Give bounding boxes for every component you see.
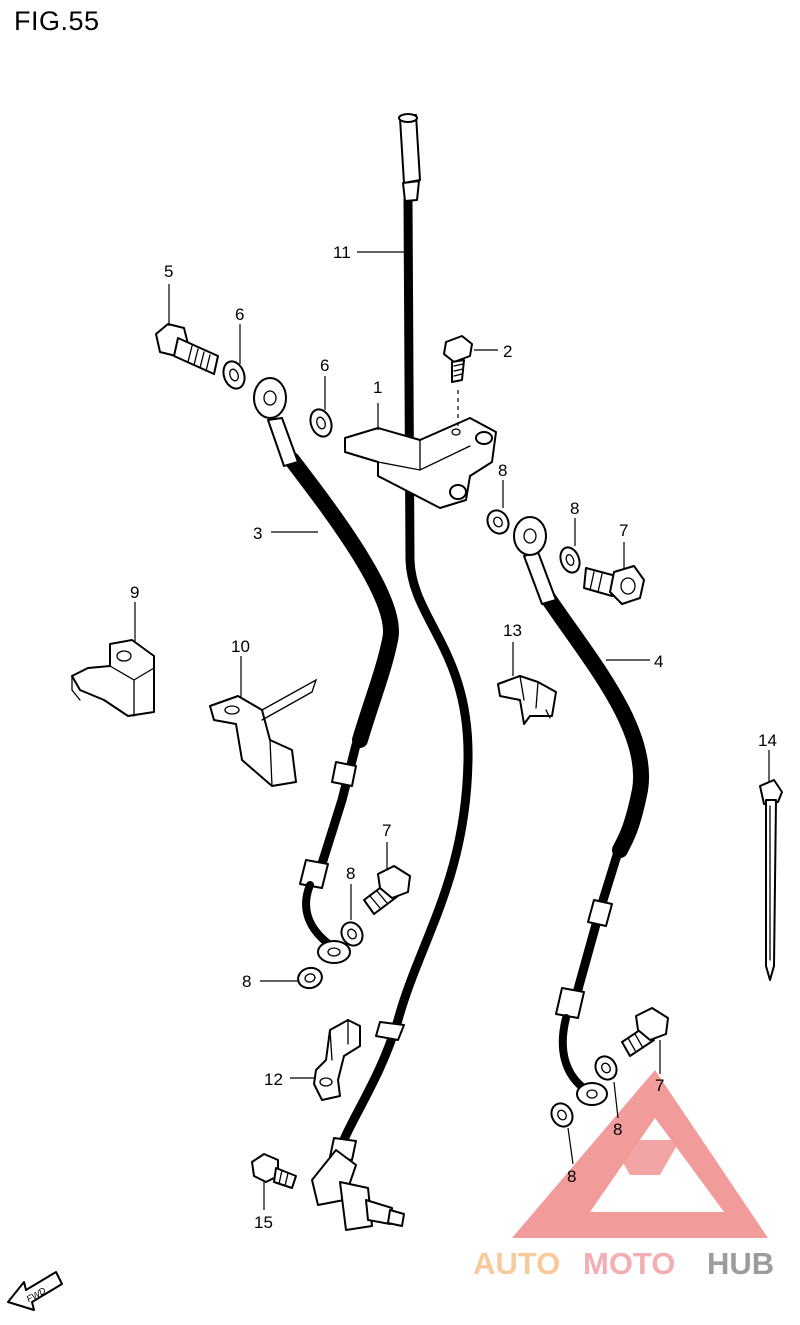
part-10-clamp bbox=[209, 678, 318, 787]
callout-10: 10 bbox=[231, 637, 250, 656]
callout-8-right-b: 8 bbox=[567, 1167, 576, 1186]
watermark-logo: AUTO MOTO HUB bbox=[473, 1070, 774, 1281]
part-6-gasket-lower bbox=[309, 408, 333, 438]
watermark-word-auto: AUTO bbox=[473, 1246, 560, 1281]
callout-3: 3 bbox=[253, 524, 262, 543]
part-6-gasket-upper bbox=[222, 360, 246, 390]
part-8-gasket-right-upper bbox=[559, 546, 581, 574]
watermark-word-moto: MOTO bbox=[583, 1246, 675, 1281]
callout-7-right: 7 bbox=[619, 521, 628, 540]
part-8-gasket-left-lower bbox=[297, 966, 323, 990]
callout-8-right-upper: 8 bbox=[570, 499, 579, 518]
callout-8-joint: 8 bbox=[498, 461, 507, 480]
watermark-triangle bbox=[512, 1070, 768, 1238]
callout-13: 13 bbox=[503, 621, 522, 640]
callout-7-left: 7 bbox=[382, 821, 391, 840]
callout-4: 4 bbox=[654, 652, 663, 671]
callout-8-right-a: 8 bbox=[613, 1120, 622, 1139]
part-7-union-bolt-lower-right bbox=[621, 1007, 669, 1057]
callout-labels: 1 2 3 4 5 6 6 7 7 7 8 8 8 8 8 8 9 10 11 … bbox=[130, 243, 777, 1232]
callout-2: 2 bbox=[503, 342, 512, 361]
part-15-bolt bbox=[251, 1153, 297, 1189]
part-14-cable-tie bbox=[759, 779, 783, 981]
part-4-brake-hose bbox=[513, 516, 650, 1106]
fwd-arrow-icon: FWD bbox=[7, 1271, 63, 1311]
part-1-hose-joint bbox=[344, 417, 497, 509]
callout-14: 14 bbox=[758, 731, 777, 750]
callout-1: 1 bbox=[373, 378, 382, 397]
part-7-union-bolt-left bbox=[363, 865, 411, 915]
callout-9: 9 bbox=[130, 583, 139, 602]
leader-lines bbox=[134, 251, 770, 1210]
part-8-gasket-right-b bbox=[550, 1102, 574, 1128]
part-9-clamp bbox=[71, 639, 155, 717]
figure-title: FIG.55 bbox=[14, 6, 100, 36]
callout-6-lower: 6 bbox=[320, 356, 329, 375]
part-11-speedometer-cable bbox=[311, 113, 473, 1231]
part-13-clamp bbox=[497, 675, 557, 725]
part-8-gasket-left-caliper bbox=[340, 921, 364, 947]
watermark-word-hub: HUB bbox=[707, 1246, 774, 1281]
callout-15: 15 bbox=[254, 1213, 273, 1232]
callout-8-left-lower: 8 bbox=[242, 972, 251, 991]
callout-12: 12 bbox=[264, 1070, 283, 1089]
part-12-clamp bbox=[313, 1019, 361, 1101]
part-5-union-bolt bbox=[155, 323, 219, 375]
callout-6-upper: 6 bbox=[235, 305, 244, 324]
callout-7-lower-right: 7 bbox=[655, 1076, 664, 1095]
part-3-brake-hose bbox=[253, 377, 399, 964]
callout-11: 11 bbox=[333, 243, 351, 262]
part-8-gasket-right-a bbox=[594, 1055, 618, 1081]
callout-8-left-caliper: 8 bbox=[346, 864, 355, 883]
part-7-union-bolt-right bbox=[583, 565, 645, 605]
part-2-bolt bbox=[443, 335, 473, 430]
callout-5: 5 bbox=[164, 262, 173, 281]
part-8-gasket-joint bbox=[486, 509, 510, 535]
